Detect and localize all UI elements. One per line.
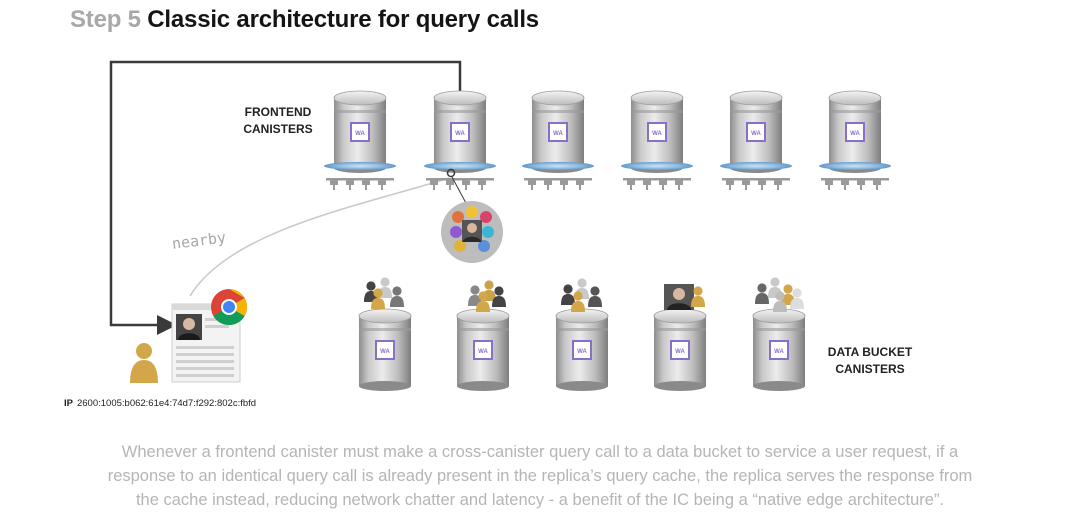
data-bucket-canisters-label: DATA BUCKET CANISTERS	[810, 344, 930, 378]
wa-badge: WA	[553, 131, 563, 137]
caption-line: the cache instead, reducing network chat…	[135, 491, 945, 509]
subnet-disk	[522, 162, 594, 170]
ip-value: 2600:1005:b062:61e4:74d7:f292:802c:fbfd	[76, 398, 257, 409]
wa-badge: WA	[850, 131, 860, 137]
chrome-icon	[211, 289, 248, 326]
caption-line: Whenever a frontend canister must make a…	[121, 443, 959, 461]
query-route-arrow	[109, 60, 462, 335]
node-row	[426, 178, 494, 190]
nearby-text: nearby	[171, 228, 227, 252]
bucket-label-line2: CANISTERS	[835, 362, 905, 376]
title-text: Classic architecture for query calls	[147, 6, 539, 33]
frontend-canisters	[333, 90, 882, 174]
replica-nodes	[326, 178, 889, 190]
user-group	[664, 284, 705, 310]
frontend-label-line1: FRONTEND	[244, 105, 312, 119]
frontend-label-line2: CANISTERS	[243, 122, 313, 136]
user-group	[364, 277, 404, 309]
node-row	[821, 178, 889, 190]
color-dots	[450, 206, 494, 252]
node-row	[524, 178, 592, 190]
wa-badge: WA	[675, 349, 685, 355]
subnet-disk	[324, 162, 396, 170]
user-group	[561, 278, 602, 312]
user-browser	[130, 289, 248, 383]
wa-badge: WA	[652, 131, 662, 137]
architecture-diagram: nearby WA WA WA WA WA WA	[109, 60, 891, 392]
node-row	[722, 178, 790, 190]
wa-badge: WA	[478, 349, 488, 355]
ip-label: IP	[64, 398, 73, 409]
subnet-disks	[324, 162, 891, 170]
nearby-curve	[189, 177, 450, 297]
bucket-label-line1: DATA BUCKET	[827, 345, 913, 359]
wa-badge: WA	[380, 349, 390, 355]
boundary-node	[441, 168, 503, 263]
caption: Whenever a frontend canister must make a…	[30, 440, 1050, 512]
node-row	[623, 178, 691, 190]
step-number: Step 5	[70, 6, 141, 33]
page-title: Step 5 Classic architecture for query ca…	[70, 6, 539, 34]
user-group	[468, 280, 506, 312]
subnet-disk	[819, 162, 891, 170]
wa-badge: WA	[455, 131, 465, 137]
wa-badge: WA	[751, 131, 761, 137]
user-figure-icon	[130, 343, 158, 383]
wa-badge: WA	[355, 131, 365, 137]
subnet-disk	[621, 162, 693, 170]
wa-badge: WA	[774, 349, 784, 355]
wa-badge: WA	[577, 349, 587, 355]
subnet-disk	[424, 162, 496, 170]
caption-line: response to an identical query call is a…	[107, 467, 973, 485]
node-row	[326, 178, 394, 190]
subnet-disk	[720, 162, 792, 170]
user-group	[755, 277, 804, 312]
frontend-canisters-label: FRONTEND CANISTERS	[228, 104, 328, 138]
